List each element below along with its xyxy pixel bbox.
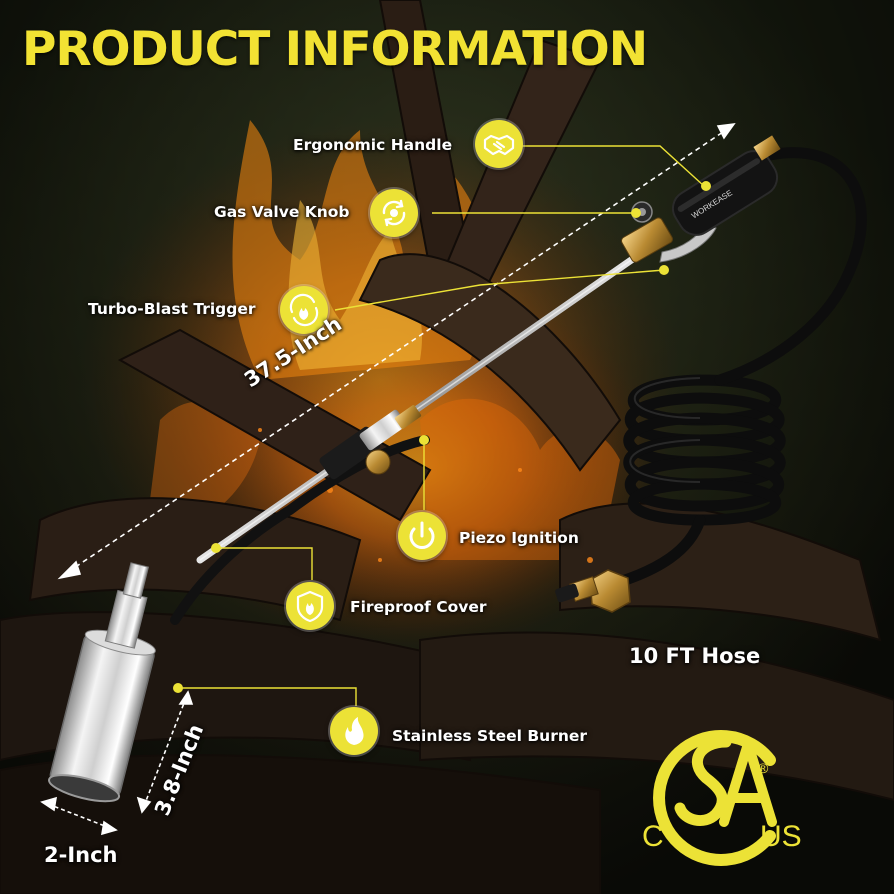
hose-connector — [555, 569, 631, 613]
registered-mark: ® — [758, 760, 769, 776]
rotate-valve-icon — [382, 199, 406, 227]
ergonomic-handle-label: Ergonomic Handle — [293, 136, 453, 154]
handshake-icon — [483, 134, 515, 156]
burner-width-label: 2-Inch — [44, 843, 118, 867]
csa-us-text: US — [760, 820, 802, 853]
flame-shield-icon — [296, 590, 324, 623]
stainless-steel-burner-label: Stainless Steel Burner — [392, 727, 588, 745]
gas-valve-knob-label: Gas Valve Knob — [214, 203, 350, 221]
power-icon — [409, 521, 435, 549]
fireproof-cover-badge — [286, 582, 334, 630]
piezo-ignition-label: Piezo Ignition — [459, 529, 579, 547]
csa-c-text: C — [642, 820, 664, 853]
hose-length-label: 10 FT Hose — [629, 644, 761, 668]
turbo-blast-trigger-badge — [280, 286, 328, 334]
flame-cycle-icon — [289, 293, 319, 327]
csa-logo — [653, 730, 777, 866]
piezo-ignition-badge — [398, 512, 446, 560]
turbo-blast-trigger-label: Turbo-Blast Trigger — [88, 300, 256, 318]
page-title: PRODUCT INFORMATION — [22, 22, 648, 77]
flame-icon — [345, 717, 364, 745]
fireproof-cover-label: Fireproof Cover — [350, 598, 487, 616]
stainless-steel-burner-badge — [330, 707, 378, 755]
ergonomic-handle-badge — [475, 120, 523, 168]
gas-valve-knob-badge — [370, 189, 418, 237]
